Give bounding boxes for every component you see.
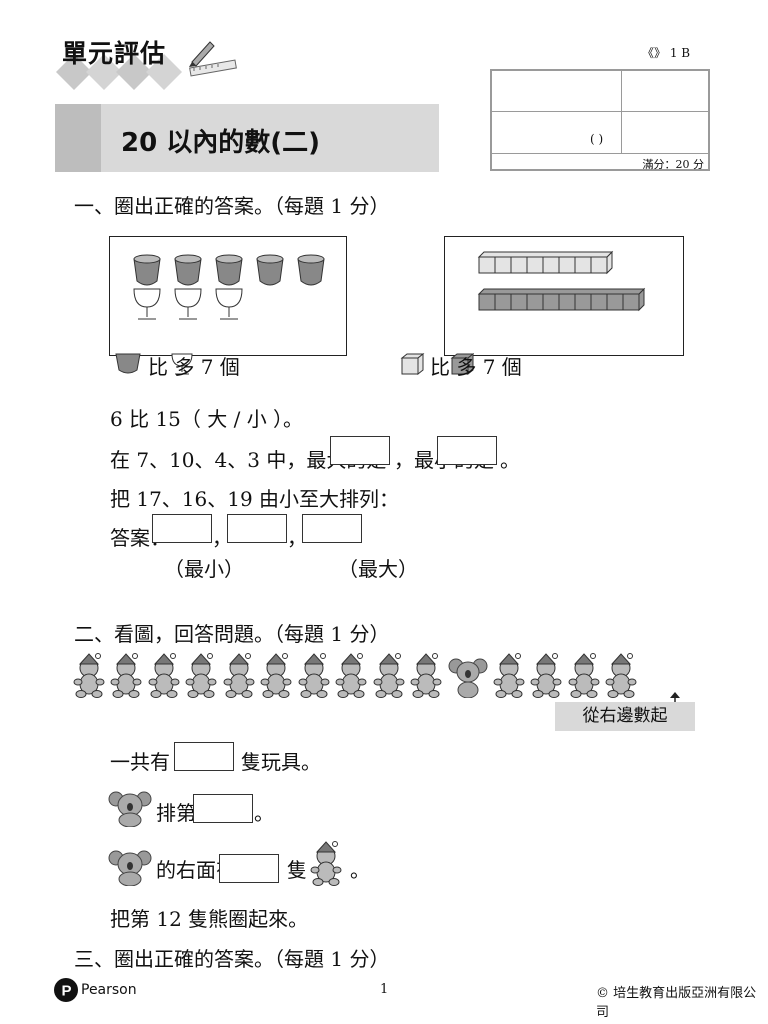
count-direction-tag: 從右邊數起 <box>555 702 695 731</box>
total-toys-box[interactable] <box>174 742 234 771</box>
bear-row-image <box>73 653 637 698</box>
q1-text: 一共有 <box>110 750 170 774</box>
cube-rows-image <box>477 250 646 312</box>
q2-end: 。 <box>254 801 274 825</box>
q3-tail: 。 <box>350 858 370 882</box>
cups-and-glasses-image <box>133 254 325 320</box>
koala-position-box[interactable] <box>193 794 253 823</box>
order-box-1[interactable] <box>152 514 212 543</box>
page-number: 1 <box>380 982 389 997</box>
order-box-2[interactable] <box>227 514 287 543</box>
left-compare-text: 比 多 7 個 <box>148 355 240 379</box>
section3-heading: 三、圈出正確的答案。（每題 1 分） <box>74 947 390 971</box>
page-title: 20 以內的數(二) <box>121 128 320 158</box>
koala-icon <box>108 791 152 827</box>
name-cell <box>492 71 500 77</box>
svg-text:P: P <box>62 983 72 1000</box>
smallest-label: （最小） <box>164 557 244 581</box>
cups-picture-box <box>109 236 347 356</box>
question-line-b-end: 。 <box>500 448 520 472</box>
pearson-logo-icon: P <box>54 978 78 1002</box>
q1-end: 隻玩具。 <box>241 750 321 774</box>
question-line-a: 6 比 15（ 大 / 小 ）。 <box>110 407 304 431</box>
brand-name: Pearson <box>81 982 137 998</box>
question-line-c: 把 17、16、19 由小至大排列： <box>110 487 400 511</box>
smallest-answer-box[interactable] <box>437 436 497 465</box>
largest-label: （最大） <box>338 557 418 581</box>
bear-icon <box>310 841 342 886</box>
unit-label: 單元評估 <box>62 39 167 68</box>
q3-end: 隻 <box>287 858 307 882</box>
section1-heading: 一、圈出正確的答案。（每題 1 分） <box>74 194 390 218</box>
title-band-accent <box>55 104 101 172</box>
largest-answer-box[interactable] <box>330 436 390 465</box>
logo-diamonds <box>56 54 182 90</box>
pencil-ruler-icon <box>189 41 237 77</box>
koala-icon <box>108 850 152 886</box>
date-cell <box>622 112 630 118</box>
class-cell <box>622 71 630 77</box>
section2-heading: 二、看圖，回答問題。（每題 1 分） <box>74 622 390 646</box>
student-info-box: ( ) 滿分：20 分 <box>490 69 710 171</box>
right-compare-text: 比 多 7 個 <box>430 355 522 379</box>
full-score: 滿分：20 分 <box>642 158 705 171</box>
order-box-3[interactable] <box>302 514 362 543</box>
bears-right-box[interactable] <box>219 854 279 883</box>
cube-icons <box>400 352 474 376</box>
book-reference: 《》 1 B <box>642 46 691 60</box>
title-band: 20 以內的數(二) <box>55 104 439 172</box>
cup-and-glass-icons <box>115 353 193 375</box>
q2-text: 排第 <box>156 801 196 825</box>
number-cell <box>492 112 500 118</box>
cubes-picture-box <box>444 236 684 356</box>
q4-text: 把第 12 隻熊圈起來。 <box>110 907 309 931</box>
copyright: © 培生教育出版亞洲有限公司 <box>596 986 757 1020</box>
number-paren: ( ) <box>590 132 604 146</box>
